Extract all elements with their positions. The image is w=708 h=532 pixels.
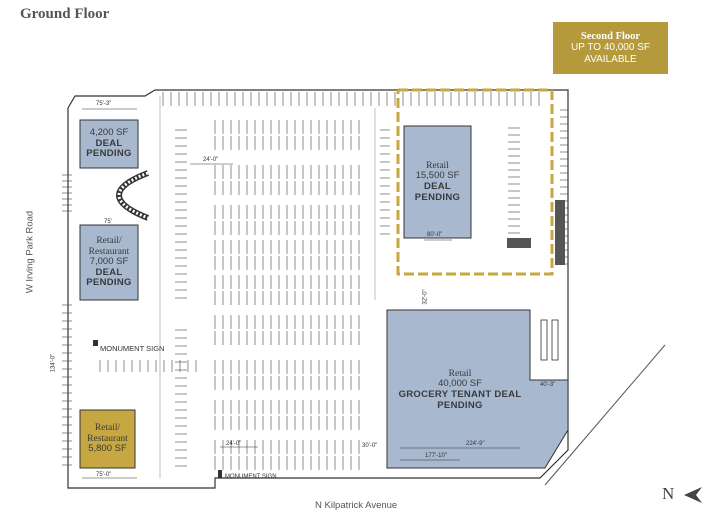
lot-outline [67, 89, 569, 489]
building-15500-label: Retail 15,500 SF DEAL PENDING [404, 126, 471, 238]
monument-sign-marker [93, 340, 98, 346]
building-40000-label: Retail 40,000 SF GROCERY TENANT DEAL PEN… [390, 360, 530, 420]
building-name: Retail [426, 160, 449, 171]
dimension-label: 80'-0" [427, 232, 443, 238]
road-label-west: W Irving Park Road [24, 210, 36, 294]
building-size: 40,000 SF [438, 378, 482, 390]
north-arrow-icon [682, 484, 704, 506]
building-status: DEAL PENDING [86, 266, 132, 289]
building-size: 15,500 SF [415, 170, 460, 182]
building-15500 [403, 125, 472, 239]
north-label: N [662, 484, 675, 503]
building-size: 7,000 SF [89, 256, 129, 268]
dimension-label: 75'-0" [96, 472, 112, 478]
dimension-label: 24'-0" [226, 441, 242, 447]
building-name: Retail/ Restaurant [87, 423, 128, 444]
dimension-label: 24'-0" [203, 157, 219, 163]
dimension-label: 40'-3" [540, 382, 556, 388]
building-name: Retail [448, 368, 472, 379]
dimension-label: 224'-9" [466, 441, 485, 447]
dimension-label: 177'-10" [425, 453, 447, 459]
building-4200 [79, 119, 139, 169]
building-7000 [79, 224, 139, 301]
parking-stalls [62, 92, 568, 470]
monument-sign-label: MONUMENT SIGN [100, 344, 165, 353]
dimension-label: 32'-0" [422, 289, 429, 305]
callout-title: Second Floor [580, 30, 641, 42]
callout-line-1: UP TO 40,000 SF [571, 41, 650, 53]
road-label-south: N Kilpatrick Avenue [315, 500, 398, 511]
building-5800 [79, 409, 136, 469]
building-7000-label: Retail/ Restaurant 7,000 SF DEAL PENDING [80, 225, 138, 300]
dimension-label: 75' [104, 219, 112, 225]
dimension-label: 134'-0" [50, 353, 57, 373]
callout-line-2: AVAILABLE [584, 53, 637, 65]
building-5800-label: Retail/ Restaurant 5,800 SF [80, 410, 135, 468]
dimension-label: 75'-3" [96, 101, 112, 107]
building-size: 4,200 SF [89, 127, 129, 139]
building-status: DEAL PENDING [86, 137, 132, 160]
road-edge-right [544, 344, 666, 486]
second-floor-callout: Second Floor UP TO 40,000 SF AVAILABLE [553, 22, 668, 74]
building-name: Retail/ Restaurant [88, 235, 130, 257]
building-4200-label: 4,200 SF DEAL PENDING [80, 120, 138, 168]
second-floor-outline [396, 88, 554, 276]
building-status: DEAL PENDING [414, 181, 461, 203]
loading-area [555, 200, 565, 265]
building-40000 [386, 309, 569, 469]
building-status: GROCERY TENANT DEAL PENDING [398, 389, 522, 411]
dimension-label: 30'-0" [362, 443, 378, 449]
monument-sign-marker [218, 470, 222, 478]
monument-sign-label: MONUMENT SIGN [225, 474, 277, 480]
building-size: 5,800 SF [88, 443, 127, 455]
page-title: Ground Floor [20, 6, 110, 22]
dimension-lines [82, 108, 520, 479]
